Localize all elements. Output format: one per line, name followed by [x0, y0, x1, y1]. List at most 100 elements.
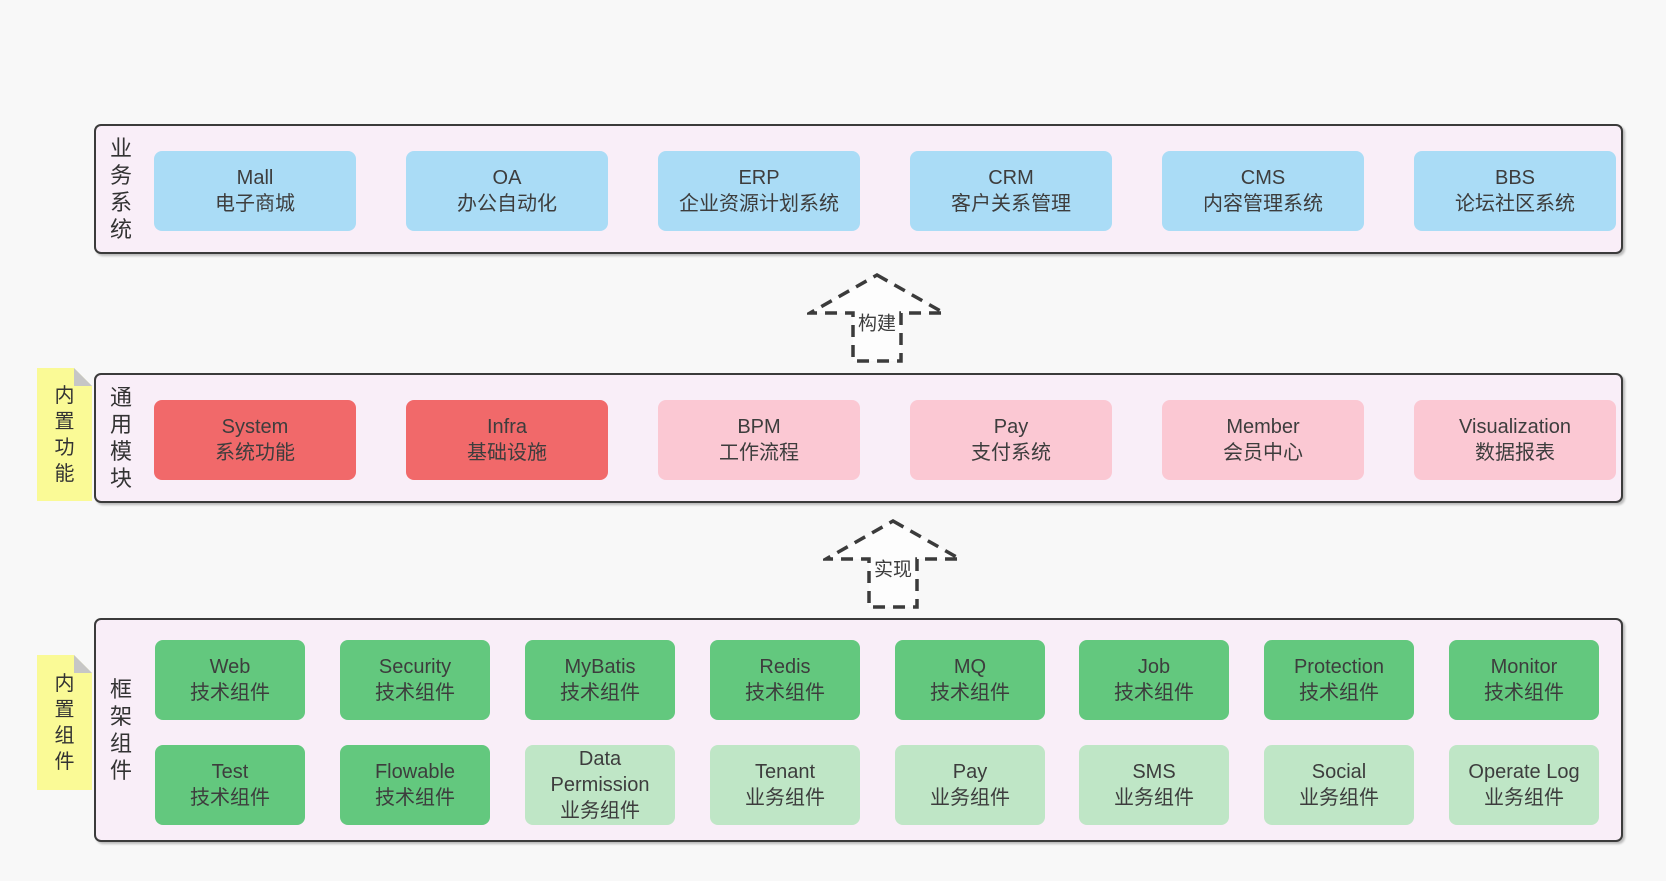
box-name: Pay	[993, 416, 1029, 438]
box-subtitle: 系统功能	[215, 442, 295, 464]
box-subtitle: 业务组件	[930, 787, 1010, 809]
box-name: CRM	[988, 167, 1034, 189]
box-infra: Infra 基础设施	[406, 400, 608, 480]
box-name: Mall	[236, 167, 274, 189]
box-job: Job 技术组件	[1079, 640, 1229, 720]
box-name: Infra	[486, 416, 528, 438]
box-subtitle: 业务组件	[745, 787, 825, 809]
box-subtitle: 技术组件	[190, 682, 270, 704]
box-erp: ERP 企业资源计划系统	[658, 151, 860, 231]
box-subtitle: 基础设施	[467, 442, 547, 464]
box-name: BPM	[737, 416, 781, 438]
implement-arrow-label: 实现	[870, 553, 916, 583]
sticky-fold-corner	[74, 368, 92, 386]
builtin-features-sticky-note: 内置功能	[37, 368, 92, 501]
box-name: SMS	[1132, 761, 1176, 783]
builtin-components-label: 内置组件	[54, 672, 75, 773]
box-name: BBS	[1494, 167, 1536, 189]
box-name: Social	[1311, 761, 1367, 783]
box-subtitle: 企业资源计划系统	[679, 193, 839, 215]
box-name: ERP	[738, 167, 780, 189]
box-subtitle: 论坛社区系统	[1455, 193, 1575, 215]
box-subtitle: 会员中心	[1223, 442, 1303, 464]
box-member: Member 会员中心	[1162, 400, 1364, 480]
framework-components-layer: 框架组件 Web 技术组件 Security 技术组件 MyBatis 技术组件…	[94, 618, 1623, 842]
box-bbs: BBS 论坛社区系统	[1414, 151, 1616, 231]
box-subtitle: 技术组件	[1299, 682, 1379, 704]
box-social: Social 业务组件	[1264, 745, 1414, 825]
framework-components-label: 框架组件	[109, 677, 132, 783]
box-system: System 系统功能	[154, 400, 356, 480]
box-name: Operate Log	[1468, 761, 1580, 783]
builtin-features-label: 内置功能	[54, 384, 75, 485]
box-subtitle: 技术组件	[1484, 682, 1564, 704]
box-subtitle: 技术组件	[745, 682, 825, 704]
box-name: Job	[1137, 656, 1171, 678]
box-subtitle: 业务组件	[1484, 787, 1564, 809]
sticky-note-shape	[37, 368, 92, 501]
box-subtitle: 工作流程	[719, 442, 799, 464]
box-web: Web 技术组件	[155, 640, 305, 720]
box-subtitle: 业务组件	[560, 800, 640, 822]
box-name: Web	[209, 656, 251, 678]
box-subtitle: 技术组件	[375, 787, 455, 809]
build-arrow-label: 构建	[854, 307, 900, 337]
box-mall: Mall 电子商城	[154, 151, 356, 231]
box-name: Security	[378, 656, 452, 678]
box-redis: Redis 技术组件	[710, 640, 860, 720]
box-name: Member	[1226, 416, 1300, 438]
box-name: Redis	[759, 656, 811, 678]
box-subtitle: 电子商城	[215, 193, 295, 215]
box-sms: SMS 业务组件	[1079, 745, 1229, 825]
box-subtitle: 内容管理系统	[1203, 193, 1323, 215]
box-data-permission: Data Permission 业务组件	[525, 745, 675, 825]
box-protection: Protection 技术组件	[1264, 640, 1414, 720]
box-subtitle: 数据报表	[1475, 442, 1555, 464]
box-pay-module: Pay 支付系统	[910, 400, 1112, 480]
box-visualization: Visualization 数据报表	[1414, 400, 1616, 480]
box-operate-log: Operate Log 业务组件	[1449, 745, 1599, 825]
box-bpm: BPM 工作流程	[658, 400, 860, 480]
box-name: Test	[211, 761, 249, 783]
box-subtitle: 技术组件	[560, 682, 640, 704]
box-subtitle: 支付系统	[971, 442, 1051, 464]
box-subtitle: 技术组件	[190, 787, 270, 809]
box-name: Pay	[952, 761, 988, 783]
box-pay-component: Pay 业务组件	[895, 745, 1045, 825]
box-name: CMS	[1240, 167, 1286, 189]
sticky-fold-corner	[74, 655, 92, 673]
business-systems-layer: 业务系统 Mall 电子商城 OA 办公自动化 ERP 企业资源计划系统 CRM…	[94, 124, 1623, 254]
box-subtitle: 业务组件	[1299, 787, 1379, 809]
box-oa: OA 办公自动化	[406, 151, 608, 231]
box-flowable: Flowable 技术组件	[340, 745, 490, 825]
sticky-note-shape	[37, 655, 92, 790]
box-crm: CRM 客户关系管理	[910, 151, 1112, 231]
build-arrow: 构建	[807, 272, 947, 364]
box-name: System	[221, 416, 289, 438]
box-subtitle: 客户关系管理	[951, 193, 1071, 215]
box-subtitle: 办公自动化	[457, 193, 557, 215]
business-systems-label: 业务系统	[109, 136, 132, 242]
box-name: Protection	[1293, 656, 1385, 678]
box-name: Data Permission	[550, 748, 650, 796]
implement-arrow: 实现	[823, 518, 963, 610]
common-modules-label: 通用模块	[109, 385, 132, 491]
box-subtitle: 技术组件	[375, 682, 455, 704]
common-modules-layer: 通用模块 System 系统功能 Infra 基础设施 BPM 工作流程 Pay…	[94, 373, 1623, 503]
box-tenant: Tenant 业务组件	[710, 745, 860, 825]
box-name: Visualization	[1459, 416, 1571, 438]
box-subtitle: 业务组件	[1114, 787, 1194, 809]
box-mybatis: MyBatis 技术组件	[525, 640, 675, 720]
box-name: Flowable	[374, 761, 456, 783]
box-subtitle: 技术组件	[930, 682, 1010, 704]
box-security: Security 技术组件	[340, 640, 490, 720]
box-name: MQ	[953, 656, 987, 678]
box-mq: MQ 技术组件	[895, 640, 1045, 720]
box-name: OA	[492, 167, 522, 189]
box-test: Test 技术组件	[155, 745, 305, 825]
box-cms: CMS 内容管理系统	[1162, 151, 1364, 231]
box-name: MyBatis	[564, 656, 636, 678]
box-name: Tenant	[754, 761, 816, 783]
builtin-components-sticky-note: 内置组件	[37, 655, 92, 790]
